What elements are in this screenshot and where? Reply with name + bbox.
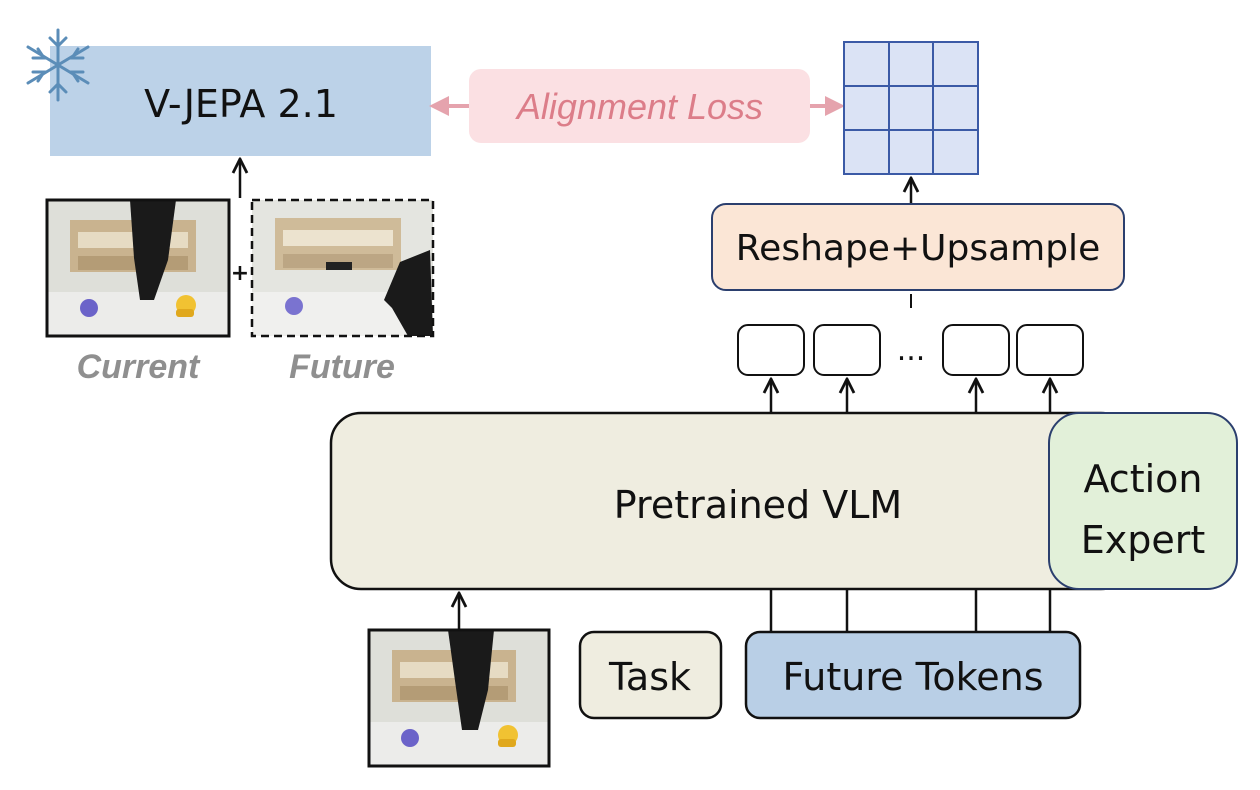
plus-sign: + xyxy=(231,261,249,286)
action-expert-line2: Expert xyxy=(1081,518,1206,562)
token-ellipsis: ... xyxy=(897,333,926,368)
snowflake-icon xyxy=(26,28,90,102)
output-arrows xyxy=(771,379,1050,412)
future-frame-image xyxy=(250,198,435,338)
task-label: Task xyxy=(608,655,691,699)
feature-grid xyxy=(843,41,979,175)
pretrained-vlm-block: Pretrained VLM xyxy=(329,411,1133,591)
output-tokens: ... xyxy=(737,324,1084,376)
action-expert-line1: Action xyxy=(1083,457,1202,501)
future-tokens-block: Future Tokens xyxy=(744,630,1082,720)
output-token xyxy=(1016,324,1084,376)
vjepa-encoder-block: V-JEPA 2.1 xyxy=(50,46,431,156)
reshape-upsample-block: Reshape+Upsample xyxy=(711,203,1125,291)
current-caption: Current xyxy=(77,348,201,386)
reshape-upsample-label: Reshape+Upsample xyxy=(736,228,1100,269)
current-frame-image xyxy=(45,198,231,338)
future-token-connectors xyxy=(769,590,1052,632)
alignment-loss-label: Alignment Loss xyxy=(515,86,763,127)
output-token xyxy=(813,324,881,376)
output-token xyxy=(737,324,805,376)
alignment-loss: Alignment Loss xyxy=(429,69,845,143)
future-tokens-label: Future Tokens xyxy=(782,655,1043,699)
task-block: Task xyxy=(578,630,723,720)
future-caption: Future xyxy=(289,348,395,386)
vjepa-label: V-JEPA 2.1 xyxy=(144,82,338,126)
pretrained-vlm-label: Pretrained VLM xyxy=(614,483,902,527)
output-token xyxy=(942,324,1010,376)
action-expert-block: Action Expert xyxy=(1048,412,1238,590)
input-observation-image xyxy=(367,628,551,768)
